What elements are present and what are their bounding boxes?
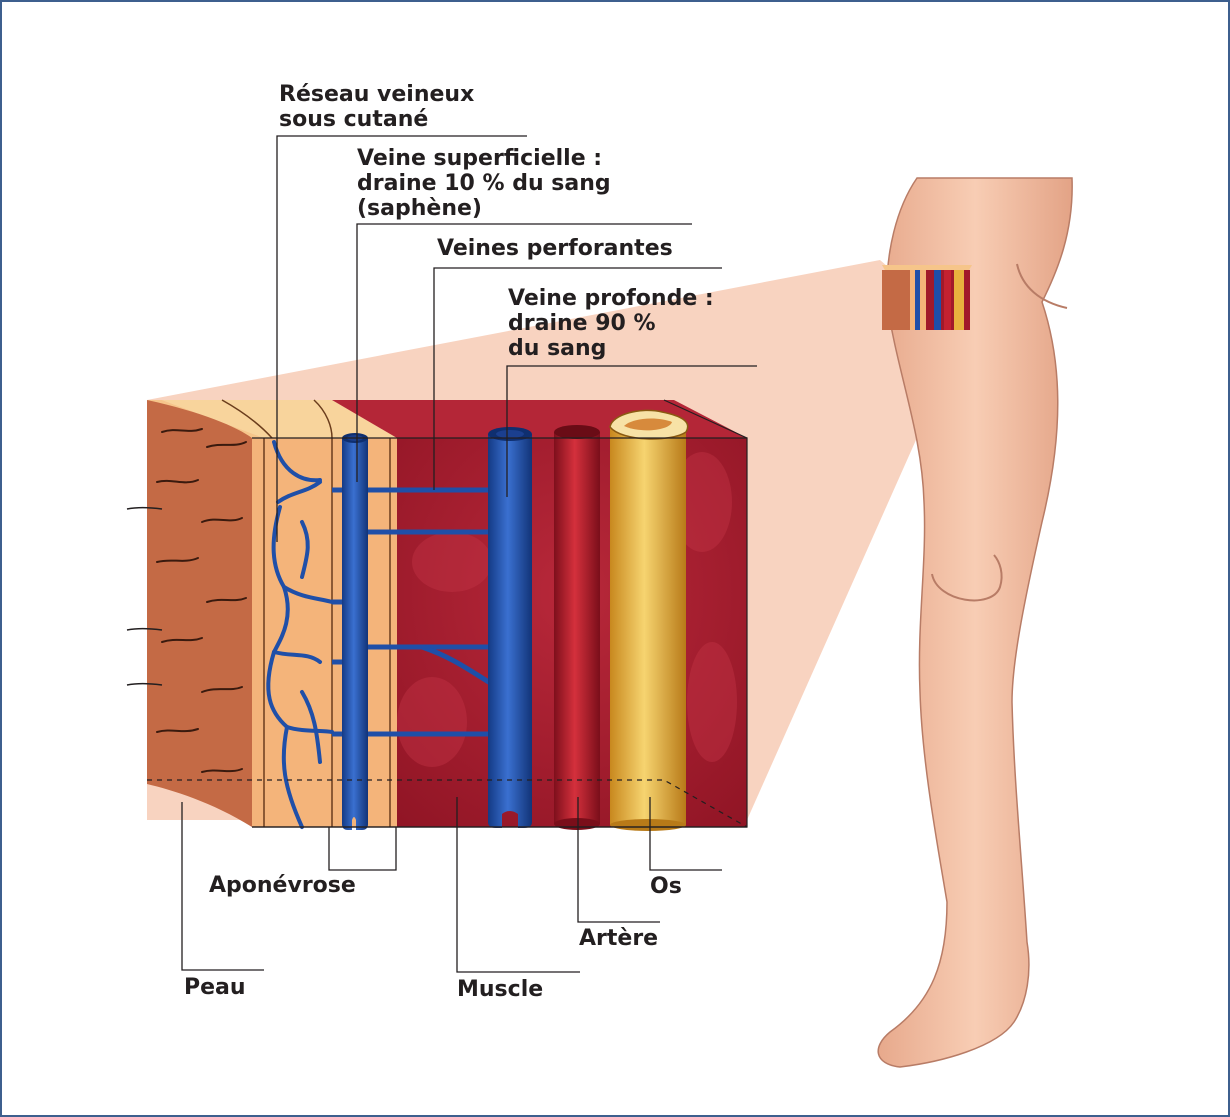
- label-perforating-veins: Veines perforantes: [437, 236, 673, 261]
- label-bone: Os: [650, 874, 682, 899]
- skin-texture: [156, 428, 247, 773]
- label-deep-vein: Veine profonde : draine 90 % du sang: [508, 286, 714, 361]
- leg-shape: [877, 177, 1073, 1068]
- buttock-crease: [1016, 263, 1068, 309]
- leader-lines: [181, 135, 757, 973]
- subcutaneous-fat-layer: [252, 438, 397, 827]
- deep-vein: [488, 427, 532, 828]
- thigh-section-thumbnail: [882, 265, 972, 330]
- label-aponeurosis: Aponévrose: [209, 873, 356, 898]
- bone: [609, 409, 689, 831]
- label-muscle: Muscle: [457, 977, 544, 1002]
- label-superficial-vein: Veine superficielle : draine 10 % du san…: [357, 146, 611, 221]
- label-skin: Peau: [184, 975, 246, 1000]
- skin-layer: [147, 400, 252, 827]
- artery: [554, 425, 600, 830]
- knee-outline: [931, 554, 1003, 602]
- label-artery: Artère: [579, 926, 659, 951]
- superficial-vein: [342, 433, 368, 830]
- label-subcutaneous-venous-network: Réseau veineux sous cutané: [279, 82, 475, 132]
- perforating-veins: [332, 487, 494, 737]
- subcutaneous-venous-network: [266, 440, 334, 829]
- fat-top: [162, 400, 397, 438]
